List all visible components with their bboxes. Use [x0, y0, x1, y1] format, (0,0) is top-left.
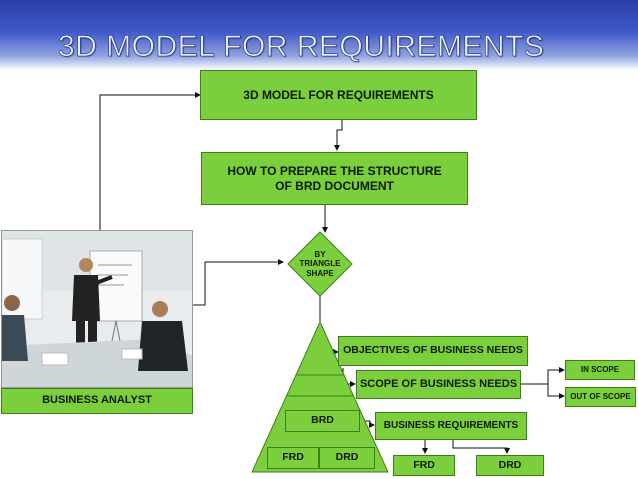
- business-requirements-box: BUSINESS REQUIREMENTS: [375, 412, 527, 440]
- objectives-box: OBJECTIVES OF BUSINESS NEEDS: [338, 336, 528, 366]
- scope-box: SCOPE OF BUSINESS NEEDS: [356, 370, 521, 399]
- structure-box: HOW TO PREPARE THE STRUCTURE OF BRD DOCU…: [201, 152, 468, 205]
- out-of-scope-box: OUT OF SCOPE: [565, 387, 636, 407]
- arrow-analyst-to-diamond: [193, 259, 284, 306]
- business-analyst-photo: [1, 230, 193, 388]
- arrow-to-in-scope: [521, 367, 565, 385]
- arrow-analyst-to-top: [99, 92, 201, 230]
- brd-box: BRD: [285, 410, 360, 432]
- drd-bottom-box: DRD: [476, 455, 544, 476]
- diamond-shape: [287, 231, 353, 297]
- frd-left-box: FRD: [267, 447, 319, 469]
- business-analyst-box: BUSINESS ANALYST: [1, 388, 193, 414]
- triangle-pyramid: [251, 320, 389, 473]
- diamond-label-wrap: BY TRIANGLE SHAPE: [288, 232, 352, 296]
- top-box: 3D MODEL FOR REQUIREMENTS: [200, 70, 477, 120]
- arrow-to-drd: [452, 440, 510, 454]
- title-banner: [0, 0, 638, 70]
- in-scope-box: IN SCOPE: [565, 360, 635, 380]
- arrow-top-to-structure: [334, 120, 343, 151]
- drd-left-box: DRD: [319, 447, 375, 469]
- diamond-label: BY TRIANGLE SHAPE: [299, 249, 341, 278]
- frd-bottom-box: FRD: [393, 455, 455, 476]
- arrow-to-out-of-scope: [547, 384, 565, 399]
- slide-title: 3D MODEL FOR REQUIREMENTS: [58, 30, 545, 64]
